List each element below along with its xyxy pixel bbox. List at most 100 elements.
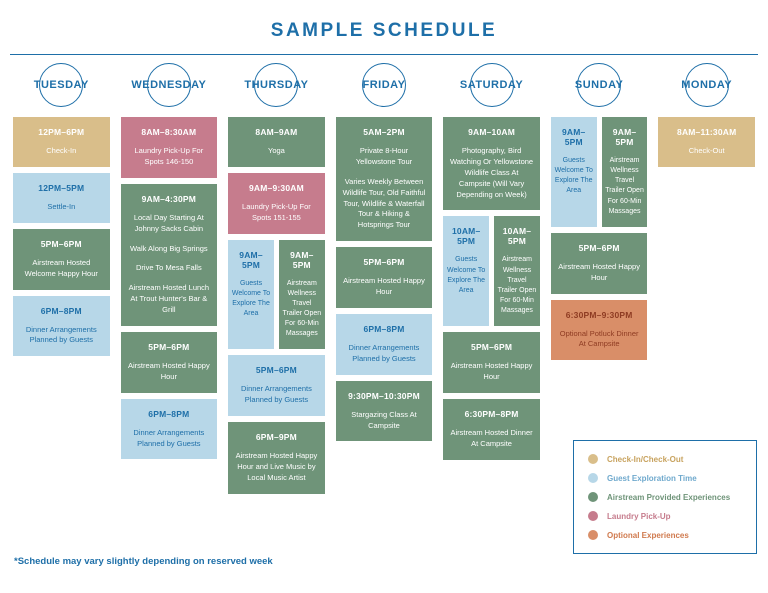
event-description: Walk Along Big Springs <box>130 243 208 253</box>
event-time: 9AM–4:30PM <box>141 193 197 204</box>
event-description: Local Day Starting At Johnny Sacks Cabin <box>133 212 204 233</box>
event-block-provided: 9AM–5PM Airstream Wellness Travel Trailer… <box>278 239 325 350</box>
event-block-provided: 9AM–5PM Airstream Wellness Travel Trailer… <box>601 117 648 227</box>
legend-label: Airstream Provided Experiences <box>607 492 731 502</box>
day-header: TUESDAY <box>13 59 110 111</box>
event-time: 6PM–8PM <box>148 408 190 419</box>
event-time: 8AM–9AM <box>255 127 298 137</box>
event-description: Guests Welcome To Explore The Area <box>447 256 486 294</box>
day-header: SUNDAY <box>551 59 648 111</box>
event-time: 9AM–5PM <box>290 249 314 270</box>
legend-label: Optional Experiences <box>607 530 689 540</box>
legend-label: Check-In/Check-Out <box>607 454 684 464</box>
legend-item: Guest Exploration Time <box>588 473 742 483</box>
event-block-exploration: 6PM–8PM Dinner Arrangements Planned by Gu… <box>120 398 218 460</box>
day-header: THURSDAY <box>228 59 325 111</box>
event-description: Airstream Wellness Travel Trailer Open F… <box>282 279 322 338</box>
event-time: 6PM–9PM <box>255 432 297 443</box>
event-block-provided: 6PM–9PM Airstream Hosted Happy Hour and L… <box>228 422 325 494</box>
page-title: SAMPLE SCHEDULE <box>270 20 498 41</box>
event-description: Airstream Hosted Happy Hour <box>450 361 533 382</box>
event-description: Airstream Hosted Happy Hour <box>343 276 425 296</box>
event-block-provided: 5PM–6PM Airstream Hosted Happy Hour <box>335 247 433 308</box>
event-block-provided: 5PM–6PM Airstream Hosted Welcome Happy Ho… <box>13 228 110 290</box>
event-block-provided: 5PM–6PM Airstream Hosted Happy Hour <box>550 232 648 294</box>
event-description: Airstream Hosted Happy Hour <box>558 261 640 282</box>
event-time: 10AM–5PM <box>502 226 532 247</box>
day-name: SUNDAY <box>574 79 624 91</box>
day-header: SATURDAY <box>443 59 540 111</box>
day-header: MONDAY <box>658 59 755 111</box>
event-time: 6:30PM–9:30PM <box>565 309 633 320</box>
day-column-friday: FRIDAY 5AM–2PM Private 8-Hour Yellowstone … <box>335 59 433 442</box>
laundry-color-dot-icon <box>588 511 598 521</box>
event-time: 9:30PM–10:30PM <box>348 390 420 401</box>
event-description: Airstream Hosted Lunch At Trout Hunter's… <box>128 283 210 314</box>
event-time: 5PM–6PM <box>255 365 297 376</box>
event-time: 6:30PM–8PM <box>464 408 519 419</box>
event-description: Drive To Mesa Falls <box>135 263 202 273</box>
event-time: 9AM–5PM <box>562 127 586 147</box>
event-description: Airstream Hosted Happy Hour and Live Mus… <box>235 451 318 482</box>
event-block-exploration: 10AM–5PM Guests Welcome To Explore The Ar… <box>443 216 490 327</box>
checkin-color-dot-icon <box>588 454 598 464</box>
exploration-color-dot-icon <box>588 473 598 483</box>
event-time: 5PM–6PM <box>148 341 190 352</box>
event-description: Dinner Arrangements Planned by Guests <box>133 427 205 448</box>
day-header: FRIDAY <box>336 59 433 111</box>
event-description: Airstream Hosted Welcome Happy Hour <box>24 257 98 278</box>
event-time: 5PM–6PM <box>363 257 405 268</box>
legend-label: Laundry Pick-Up <box>607 511 671 521</box>
event-description: Yoga <box>268 146 285 155</box>
event-time: 8AM–8:30AM <box>141 127 197 137</box>
event-time: 5AM–2PM <box>363 127 405 137</box>
event-block-provided: 9AM–4:30PM Local Day Starting At Johnny S… <box>120 183 218 326</box>
event-time: 8AM–11:30AM <box>677 127 737 137</box>
event-description: Dinner Arrangements Planned by Guests <box>348 342 420 363</box>
event-description: Guests Welcome To Explore The Area <box>554 157 593 195</box>
event-description: Private 8-Hour Yellowstone Tour <box>355 146 413 166</box>
day-circle-icon <box>254 63 299 107</box>
event-time: 9AM–5PM <box>612 127 637 147</box>
event-time: 5PM–6PM <box>40 238 82 249</box>
event-description: Varies Weekly Between Wildlife Tour, Old… <box>342 176 426 230</box>
event-time: 5PM–6PM <box>578 242 620 253</box>
title-divider <box>10 54 758 55</box>
event-time: 10AM–5PM <box>451 226 481 247</box>
split-event-row: 9AM–5PM Guests Welcome To Explore The Are… <box>550 117 648 227</box>
event-block-provided: 9:30PM–10:30PM Stargazing Class At Campsi… <box>335 380 433 442</box>
split-event-row: 10AM–5PM Guests Welcome To Explore The Ar… <box>443 216 540 327</box>
event-time: 6PM–8PM <box>40 305 82 316</box>
day-name: MONDAY <box>681 79 733 91</box>
day-name: THURSDAY <box>244 79 309 91</box>
event-block-provided: 5PM–6PM Airstream Hosted Happy Hour <box>443 332 540 393</box>
day-name: SATURDAY <box>459 79 524 91</box>
event-description: Airstream Hosted Dinner At Campsite <box>450 427 533 448</box>
legend-item: Laundry Pick-Up <box>588 511 742 521</box>
legend-item: Airstream Provided Experiences <box>588 492 742 502</box>
legend-item: Optional Experiences <box>588 530 742 540</box>
event-block-exploration: 9AM–5PM Guests Welcome To Explore The Are… <box>550 117 597 227</box>
event-description: Airstream Wellness Travel Trailer Open F… <box>605 157 644 215</box>
day-circle-icon <box>684 63 729 107</box>
event-time: 5PM–6PM <box>471 342 513 353</box>
event-description: Dinner Arrangements Planned by Guests <box>25 324 97 345</box>
event-block-provided: 6:30PM–8PM Airstream Hosted Dinner At Cam… <box>443 398 540 460</box>
day-circle-icon <box>469 63 514 107</box>
event-description: Stargazing Class At Campsite <box>351 409 417 430</box>
day-column-sunday: SUNDAY 9AM–5PM Guests Welcome To Explore T… <box>550 59 648 361</box>
